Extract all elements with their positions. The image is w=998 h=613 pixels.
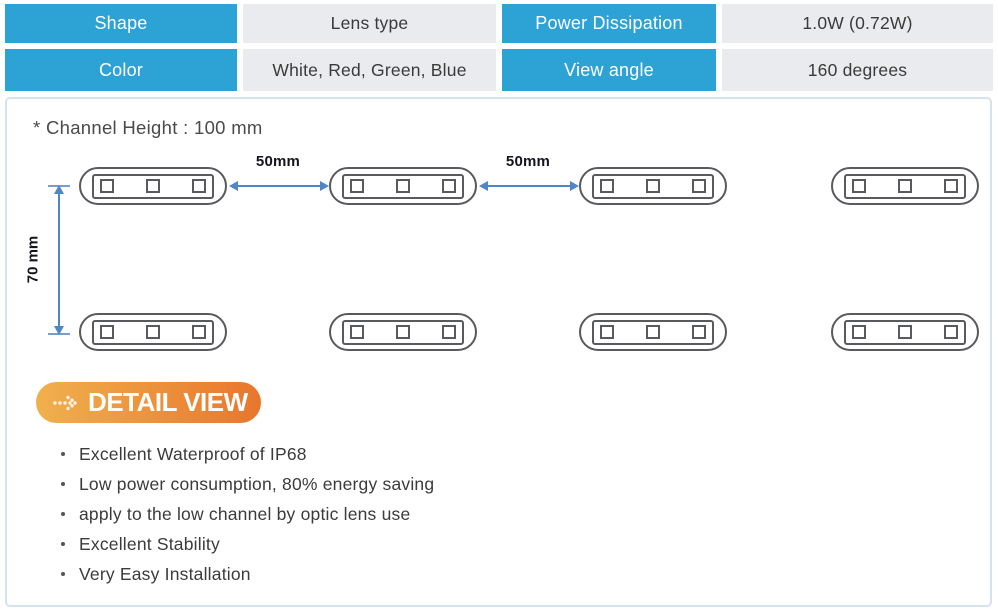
led-chip [944,325,958,339]
horizontal-dimension-arrow [229,181,329,191]
detail-view-title: DETAIL VIEW [88,387,248,417]
vertical-spacing-label: 70 mm [24,235,42,284]
spec-value-power-dissipation: 1.0W (0.72W) [722,4,993,43]
feature-item: Excellent Waterproof of IP68 [61,439,434,469]
spec-value-color: White, Red, Green, Blue [243,49,496,91]
spec-header-shape: Shape [5,4,237,43]
feature-text: Excellent Waterproof of IP68 [79,443,307,464]
bullet-dot [61,482,65,486]
feature-text: Low power consumption, 80% energy saving [79,473,435,494]
led-chip [146,325,160,339]
spec-header-color: Color [5,49,237,91]
led-chip [350,179,364,193]
led-chip [192,325,206,339]
spec-table: Shape Lens type Power Dissipation 1.0W (… [5,4,993,91]
led-module [579,167,727,205]
detail-view-badge: DETAIL VIEW [36,382,261,423]
led-chip [396,179,410,193]
led-chip [350,325,364,339]
led-chip [146,179,160,193]
horizontal-spacing-label: 50mm [255,153,301,170]
feature-text: Excellent Stability [79,533,220,554]
content-panel: * Channel Height : 100 mm 50mm 50mm 70 m… [5,97,992,607]
led-module [831,167,979,205]
led-chip [852,325,866,339]
led-chip [396,325,410,339]
horizontal-dimension-arrow [479,181,579,191]
led-chip [442,325,456,339]
led-chip [692,325,706,339]
feature-text: apply to the low channel by optic lens u… [79,503,411,524]
bullet-dot [61,542,65,546]
led-module [79,313,227,351]
feature-item: Excellent Stability [61,529,434,559]
module-body [92,319,214,345]
module-body [844,173,966,199]
led-chip [100,179,114,193]
led-chip [600,325,614,339]
feature-item: apply to the low channel by optic lens u… [61,499,434,529]
channel-height-note: * Channel Height : 100 mm [33,117,263,138]
spec-value-view-angle: 160 degrees [722,49,993,91]
led-chip [692,179,706,193]
bullet-dot [61,572,65,576]
led-chip [646,179,660,193]
led-module [831,313,979,351]
led-chip [600,179,614,193]
led-chip [646,325,660,339]
led-module [579,313,727,351]
dotted-arrow-icon [53,395,77,410]
led-chip [442,179,456,193]
spec-header-power-dissipation: Power Dissipation [502,4,716,43]
feature-item: Very Easy Installation [61,559,434,589]
module-body [592,173,714,199]
module-body [92,173,214,199]
module-body [342,173,464,199]
led-module [329,167,477,205]
feature-item: Low power consumption, 80% energy saving [61,469,434,499]
feature-text: Very Easy Installation [79,563,251,584]
feature-list: Excellent Waterproof of IP68 Low power c… [61,439,434,589]
led-module [329,313,477,351]
module-body [844,319,966,345]
led-chip [100,325,114,339]
bullet-dot [61,452,65,456]
vertical-dimension-arrow [54,185,64,335]
spec-header-view-angle: View angle [502,49,716,91]
module-body [592,319,714,345]
led-module [79,167,227,205]
horizontal-spacing-label: 50mm [505,153,551,170]
led-chip [192,179,206,193]
module-body [342,319,464,345]
led-chip [898,179,912,193]
led-chip [944,179,958,193]
led-chip [852,179,866,193]
spec-value-shape: Lens type [243,4,496,43]
led-chip [898,325,912,339]
bullet-dot [61,512,65,516]
